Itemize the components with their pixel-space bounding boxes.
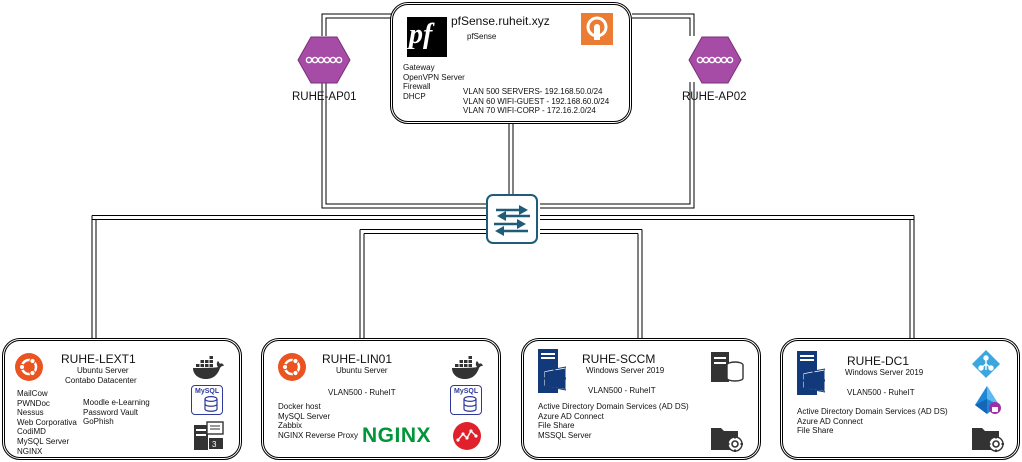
service-item: Docker host bbox=[278, 402, 321, 411]
server-os: Windows Server 2019 bbox=[586, 366, 665, 375]
ap01-label: RUHE-AP01 bbox=[292, 91, 357, 103]
mysql-database-icon: MySQL bbox=[191, 385, 223, 415]
windows-server-icon bbox=[797, 351, 825, 395]
service-item: NGINX Reverse Proxy bbox=[278, 430, 359, 440]
docker-icon bbox=[452, 356, 483, 379]
server-location: Contabo Datacenter bbox=[65, 376, 137, 385]
svg-text:3: 3 bbox=[212, 440, 217, 449]
service-item: File Share bbox=[538, 421, 575, 431]
service-item: MySQL Server bbox=[278, 411, 331, 421]
ad-connect-icon bbox=[972, 350, 1000, 378]
service-item: GoPhish bbox=[83, 417, 114, 427]
service-list: Docker host MySQL Server Zabbix NGINX Re… bbox=[278, 402, 358, 440]
service-item: Moodle e-Learning bbox=[83, 398, 150, 407]
service-item: Zabbix bbox=[278, 421, 303, 431]
service-item: Active Directory Domain Services (AD DS) bbox=[797, 407, 948, 416]
ap02-link bbox=[540, 13, 695, 209]
gateway-title: pfSense.ruheit.xyz bbox=[451, 14, 550, 28]
trunk-link bbox=[92, 215, 914, 220]
server-box-lext1: RUHE-LEXT1 Ubuntu Server Contabo Datacen… bbox=[2, 338, 242, 460]
server-name: RUHE-LEXT1 bbox=[61, 352, 136, 366]
server-box-lin01: RUHE-LIN01 Ubuntu Server VLAN500 - RuheI… bbox=[261, 338, 501, 460]
link-dc1 bbox=[909, 215, 915, 338]
service-item: Azure AD Connect bbox=[538, 411, 604, 421]
gateway-roles: Gateway OpenVPN Server Firewall DHCP bbox=[403, 63, 465, 101]
server-os: Ubuntu Server bbox=[336, 366, 388, 375]
gateway-vlan: VLAN 500 SERVERS- 192.168.50.0/24 bbox=[463, 87, 603, 96]
service-item: File Share bbox=[797, 426, 834, 436]
gateway-vlan: VLAN 60 WIFI-GUEST - 192.168.60.0/24 bbox=[463, 96, 610, 106]
windows-server-icon bbox=[538, 349, 566, 393]
server-vlan: VLAN500 - RuheIT bbox=[588, 386, 656, 395]
service-item: Web Corporativa bbox=[17, 417, 77, 427]
service-list: Moodle e-Learning Password Vault GoPhish bbox=[83, 398, 150, 427]
server-os: Ubuntu Server bbox=[77, 366, 129, 375]
openvpn-icon bbox=[581, 13, 613, 45]
service-item: MSSQL Server bbox=[538, 430, 592, 440]
database-server-icon bbox=[711, 352, 744, 382]
service-item: MySQL Server bbox=[17, 436, 70, 446]
service-item: NGINX bbox=[17, 446, 43, 456]
server-vlan: VLAN500 - RuheIT bbox=[847, 388, 915, 397]
gateway-role: Gateway bbox=[403, 63, 435, 72]
service-list: MailCow PWNDoc Nessus Web Corporativa Co… bbox=[17, 389, 77, 456]
wifi-hexagon-icon bbox=[297, 36, 351, 84]
link-lin01 bbox=[359, 229, 365, 338]
network-switch-icon bbox=[486, 194, 538, 244]
gateway-role: DHCP bbox=[403, 91, 426, 101]
server-os: Windows Server 2019 bbox=[845, 368, 924, 377]
ap02-label: RUHE-AP02 bbox=[682, 91, 747, 103]
service-item: PWNDoc bbox=[17, 398, 50, 408]
docker-icon bbox=[193, 356, 224, 379]
service-item: Active Directory Domain Services (AD DS) bbox=[538, 402, 689, 411]
grafana-icon bbox=[453, 422, 481, 450]
service-list: Active Directory Domain Services (AD DS)… bbox=[797, 407, 948, 436]
ap01-link bbox=[321, 13, 488, 209]
server-name: RUHE-LIN01 bbox=[322, 352, 393, 366]
inner-trunk-link bbox=[360, 229, 642, 234]
gateway-role: Firewall bbox=[403, 82, 431, 92]
nginx-logo: NGINX bbox=[362, 424, 432, 447]
server-tower-icon: 3 bbox=[194, 421, 224, 450]
ubuntu-icon bbox=[15, 353, 43, 381]
service-item: Azure AD Connect bbox=[797, 416, 863, 426]
server-name: RUHE-SCCM bbox=[582, 352, 656, 366]
ubuntu-icon bbox=[278, 353, 306, 381]
mysql-database-icon: MySQL bbox=[450, 385, 482, 415]
gateway-role: OpenVPN Server bbox=[403, 72, 465, 82]
gateway-vlans: VLAN 500 SERVERS- 192.168.50.0/24 VLAN 6… bbox=[463, 87, 609, 116]
service-list: Active Directory Domain Services (AD DS)… bbox=[538, 402, 689, 440]
gateway-vlan: VLAN 70 WIFI-CORP - 172.16.2.0/24 bbox=[463, 106, 596, 116]
wifi-hexagon-icon bbox=[688, 36, 742, 84]
file-share-icon bbox=[711, 428, 743, 452]
gateway-box: pf pfSense.ruheit.xyz pfSense Gateway Op… bbox=[390, 2, 632, 124]
server-box-sccm: RUHE-SCCM Windows Server 2019 VLAN500 - … bbox=[521, 338, 761, 460]
service-item: Nessus bbox=[17, 408, 44, 418]
server-box-dc1: RUHE-DC1 Windows Server 2019 VLAN500 - R… bbox=[780, 338, 1020, 460]
service-item: MailCow bbox=[17, 389, 48, 398]
link-lext1 bbox=[91, 215, 97, 338]
gateway-switch-link bbox=[508, 124, 514, 194]
file-share-icon bbox=[972, 428, 1004, 452]
gateway-subtitle: pfSense bbox=[467, 32, 497, 41]
service-item: CodiMD bbox=[17, 427, 46, 437]
pfsense-logo-icon: pf bbox=[407, 17, 447, 57]
service-item: Password Vault bbox=[83, 407, 138, 417]
azure-ad-icon bbox=[975, 386, 1001, 414]
server-name: RUHE-DC1 bbox=[847, 354, 910, 368]
server-vlan: VLAN500 - RuheIT bbox=[328, 388, 396, 397]
link-sccm bbox=[637, 229, 643, 338]
